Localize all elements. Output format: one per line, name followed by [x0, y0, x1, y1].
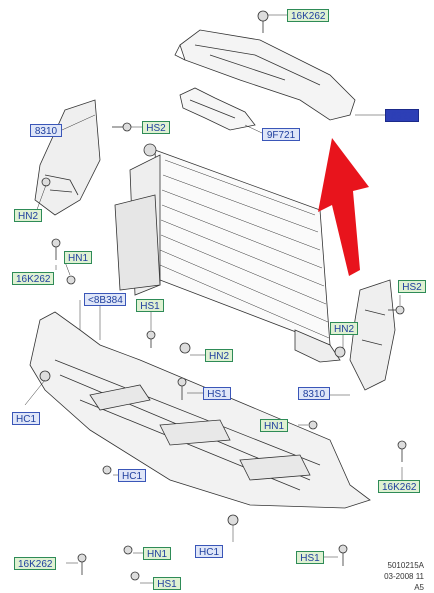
left-side-deflector: [34, 99, 101, 216]
label-hn2-mid[interactable]: HN2: [205, 349, 233, 362]
label-hs1-bot[interactable]: HS1: [153, 577, 181, 590]
red-arrow-icon: [318, 138, 369, 276]
label-hs1-c[interactable]: HS1: [296, 551, 324, 564]
label-hn2-right[interactable]: HN2: [330, 322, 358, 335]
label-8b384[interactable]: <8B384: [84, 293, 126, 306]
right-side-deflector: [349, 279, 396, 391]
diagram-date: 03-2008 11: [384, 572, 424, 581]
label-8310-right[interactable]: 8310: [298, 387, 330, 400]
label-hs2-right[interactable]: HS2: [398, 280, 426, 293]
label-hs2-left[interactable]: HS2: [142, 121, 170, 134]
label-hn2-left[interactable]: HN2: [14, 209, 42, 222]
label-16k262-top[interactable]: 16K262: [287, 9, 329, 22]
label-16k262-right[interactable]: 16K262: [378, 480, 420, 493]
diagram-revision: A5: [414, 583, 424, 592]
label-hc1-b[interactable]: HC1: [118, 469, 146, 482]
label-hs1-b[interactable]: HS1: [203, 387, 231, 400]
label-hc1-c[interactable]: HC1: [195, 545, 223, 558]
label-8310-left[interactable]: 8310: [30, 124, 62, 137]
bracket-9f721: [179, 87, 256, 131]
label-hc1-a[interactable]: HC1: [12, 412, 40, 425]
label-16k262-left[interactable]: 16K262: [12, 272, 54, 285]
label-hn1-bot[interactable]: HN1: [143, 547, 171, 560]
radiator-assembly: [114, 143, 341, 363]
label-8327[interactable]: 8327: [385, 109, 419, 122]
label-hs1-a[interactable]: HS1: [136, 299, 164, 312]
label-9f721[interactable]: 9F721: [262, 128, 300, 141]
label-hn1-right[interactable]: HN1: [260, 419, 288, 432]
fasteners: [39, 10, 407, 581]
diagram-code: 5010215A: [387, 561, 424, 570]
diagram-footer: 5010215A 03-2008 11 A5: [384, 560, 424, 593]
upper-air-deflector: [174, 29, 356, 121]
lower-splash-shield: [29, 311, 371, 509]
label-16k262-bot[interactable]: 16K262: [14, 557, 56, 570]
label-hn1-left[interactable]: HN1: [64, 251, 92, 264]
